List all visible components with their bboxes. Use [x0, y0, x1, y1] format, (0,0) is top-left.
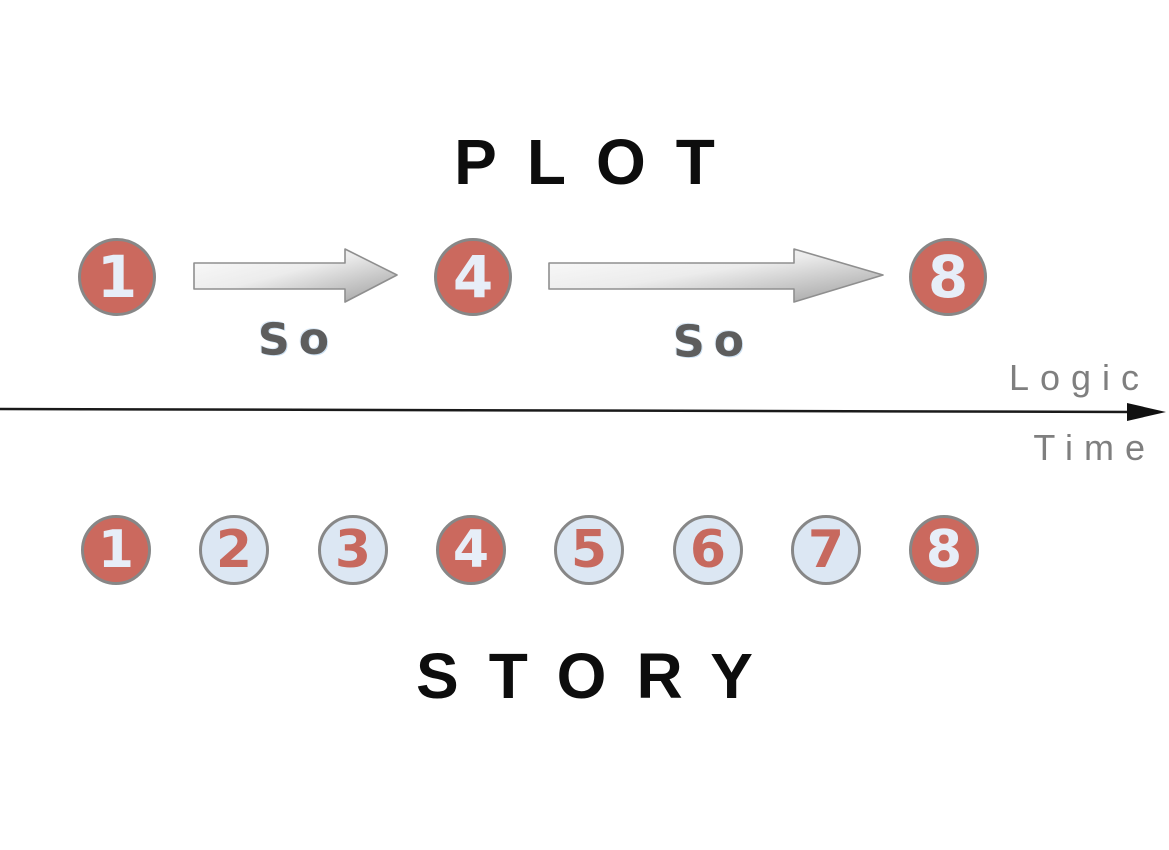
story-title: STORY	[416, 640, 783, 712]
story-node-1: 1	[81, 515, 151, 585]
so-caption: So	[672, 315, 754, 368]
story-node-8: 8	[909, 515, 979, 585]
story-node-5: 5	[554, 515, 624, 585]
block-arrow-icon	[193, 248, 398, 303]
plot-node-8: 8	[909, 238, 987, 316]
story-node-2: 2	[199, 515, 269, 585]
axis-label-time: Time	[1033, 427, 1156, 468]
plot-title: PLOT	[454, 126, 745, 198]
story-node-6: 6	[673, 515, 743, 585]
block-arrow-icon	[548, 248, 884, 303]
so-caption: So	[257, 313, 339, 366]
story-node-4: 4	[436, 515, 506, 585]
axis-label-logic: Logic	[1008, 357, 1150, 398]
story-node-3: 3	[318, 515, 388, 585]
story-node-7: 7	[791, 515, 861, 585]
plot-node-4: 4	[434, 238, 512, 316]
plot-node-1: 1	[78, 238, 156, 316]
timeline-axis-arrow-icon	[0, 403, 1166, 421]
